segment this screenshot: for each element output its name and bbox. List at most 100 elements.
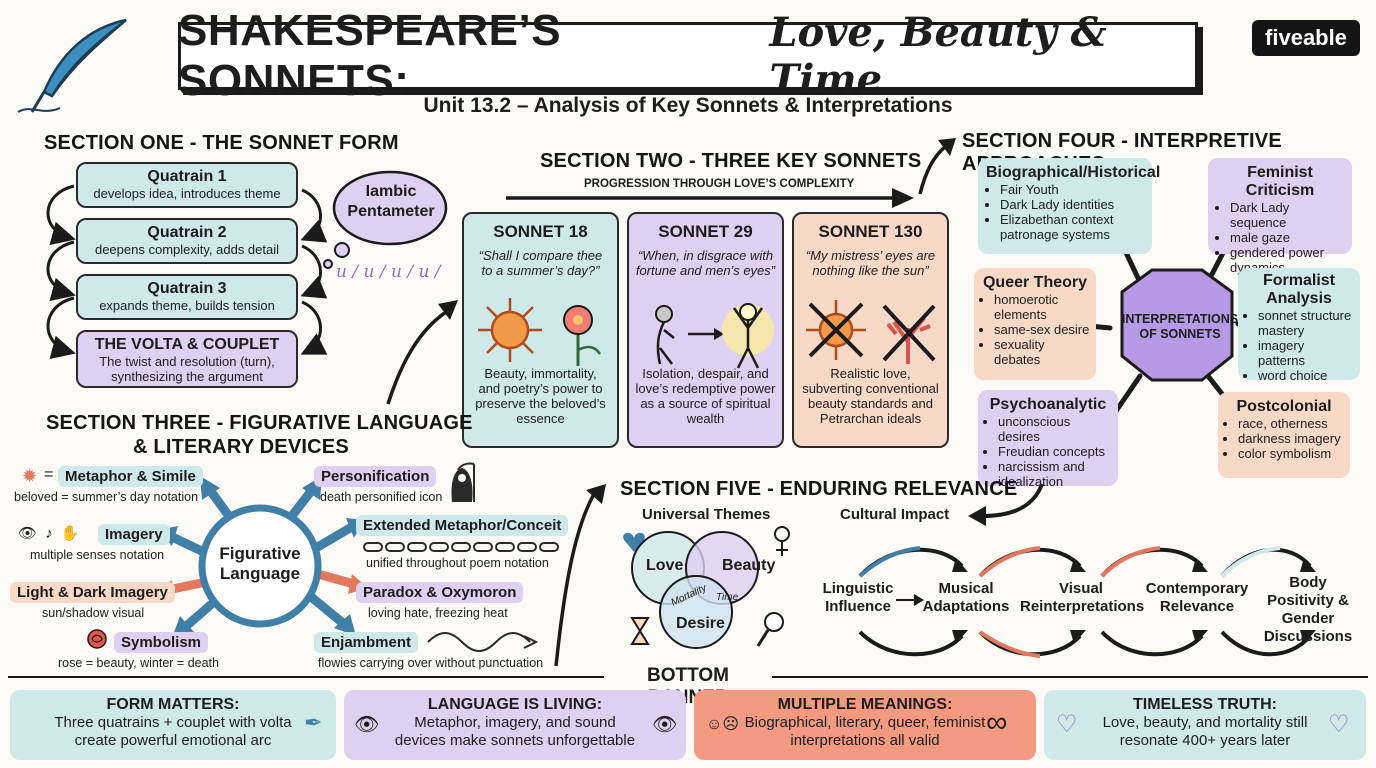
title-row: SHAKESPEARE’S SONNETS: Love, Beauty & Ti… (178, 6, 1198, 105)
list-item: sonnet structure mastery (1258, 308, 1354, 338)
flow-visual-reinterpretations: Visual Reinterpretations (1020, 580, 1145, 615)
title-banner (178, 22, 1198, 90)
list-item: word choice (1258, 368, 1354, 383)
postcolonial-title: Postcolonial (1236, 398, 1332, 415)
list-item: imagery patterns (1258, 338, 1354, 368)
eye-icon: 👁 (354, 714, 380, 736)
extended-metaphor-label: Extended Metaphor/Conceit (356, 515, 569, 536)
section-two-subheading: PROGRESSION THROUGH LOVE’S COMPLEXITY (584, 178, 855, 190)
quatrain-3-desc: expands theme, builds tension (99, 298, 275, 313)
sonnet-130-title: SONNET 130 (818, 222, 923, 241)
sonnet-29-desc: Isolation, despair, and love’s redemptiv… (635, 366, 776, 426)
flow-contemporary-relevance: Contemporary Relevance (1145, 580, 1249, 615)
grim-reaper-icon (451, 462, 475, 502)
banner-timeless-desc: Love, beauty, and mortality still resona… (1102, 714, 1308, 749)
flow-musical-adaptations: Musical Adaptations (922, 580, 1010, 615)
enjambment-note: flowies carrying over without punctuatio… (318, 656, 544, 670)
equals-icon: = (44, 466, 54, 483)
interpretations-hub-label: INTERPRETATIONS OF SONNETS (1121, 312, 1239, 341)
rose-icon (87, 629, 107, 649)
crossed-sun-coral-icon (806, 300, 936, 364)
cultural-impact-flow-arrows (858, 546, 1316, 658)
list-item: Dark Lady sequence (1230, 200, 1344, 230)
banner-timeless-title: TIMELESS TRUTH: (1133, 696, 1277, 713)
iambic-pentameter-label: Iambic Pentameter (347, 183, 435, 220)
meter-notation: u / u / u / u / (336, 262, 441, 282)
enjambment-label: Enjambment (314, 632, 419, 653)
queer-theory-title: Queer Theory (982, 274, 1088, 291)
section-five-heading: SECTION FIVE - ENDURING RELEVANCE (620, 478, 1018, 500)
infinity-icon: ∞ (986, 706, 1008, 739)
chain-icon (363, 542, 559, 552)
divider-right (772, 676, 1368, 678)
list-item: Dark Lady identities (1000, 197, 1144, 212)
paradox-oxymoron-note: loving hate, freezing heat (368, 606, 508, 620)
psychoanalytic-title: Psychoanalytic (989, 396, 1107, 413)
flow-body-positivity: Body Positivity & Gender Discussions (1263, 574, 1353, 645)
venn-desire: Desire (676, 615, 725, 632)
curved-arrow-section-four (918, 138, 956, 195)
universal-themes-label: Universal Themes (642, 506, 771, 523)
formalist-box: Formalist Analysis sonnet structure mast… (1238, 268, 1360, 383)
section-three-heading-2: & LITERARY DEVICES (133, 436, 349, 458)
curved-arrow-to-sonnets (386, 300, 458, 405)
queer-theory-box: Queer Theory homoerotic elements same-se… (974, 268, 1096, 380)
imagery-note: multiple senses notation (30, 548, 165, 562)
eye-icon: 👁 (652, 714, 678, 736)
quatrain-1-desc: develops idea, introduces theme (93, 186, 281, 201)
sun-flower-icon (478, 298, 602, 366)
list-item: Fair Youth (1000, 182, 1144, 197)
divider-left (8, 676, 604, 678)
metaphor-simile-label: Metaphor & Simile (58, 466, 203, 487)
feminist-list: Dark Lady sequence male gaze gendered po… (1216, 200, 1344, 275)
psychoanalytic-box: Psychoanalytic unconscious desires Freud… (978, 390, 1118, 489)
sonnet-130-quote: “My mistress’ eyes are nothing like the … (805, 248, 936, 278)
page-title-script: Love, Beauty & Time (769, 9, 1107, 103)
biographical-list: Fair Youth Dark Lady identities Elizabet… (986, 182, 1144, 242)
quatrain-1: Quatrain 1 develops idea, introduces the… (76, 162, 298, 208)
thought-cloud-icon (323, 170, 448, 269)
sonnet-130-desc: Realistic love, subverting conventional … (802, 366, 939, 426)
list-item: color symbolism (1238, 446, 1344, 461)
page-title: SHAKESPEARE’S SONNETS: (178, 6, 562, 105)
banner-language-living: LANGUAGE IS LIVING: Metaphor, imagery, a… (344, 690, 686, 760)
sonnet-18-title: SONNET 18 (493, 222, 588, 241)
personification-note: death personified icon (320, 490, 443, 504)
flow-linguistic-influence: Linguistic Influence (822, 580, 894, 615)
senses-icon: 👁 ♪ ✋ (18, 525, 82, 542)
curved-arrow-to-impact (968, 483, 1044, 526)
extended-metaphor-note: unified throughout poem notation (366, 556, 549, 570)
sonnet-18-quote: “Shall I compare thee to a summer’s day?… (478, 248, 603, 278)
list-item: race, otherness (1238, 416, 1344, 431)
quatrain-3: Quatrain 3 expands theme, builds tension (76, 274, 298, 320)
banner-form-title: FORM MATTERS: (106, 696, 240, 713)
list-item: Elizabethan context patronage systems (1000, 212, 1144, 242)
symbolism-label: Symbolism (114, 632, 209, 653)
list-item: Freudian concepts (998, 444, 1112, 459)
page-subtitle: Unit 13.2 – Analysis of Key Sonnets & In… (423, 94, 953, 117)
venn-beauty: Beauty (722, 557, 776, 574)
biographical-box: Biographical/Historical Fair Youth Dark … (978, 158, 1160, 254)
symbolism-note: rose = beauty, winter = death (58, 656, 219, 670)
volta-desc: The twist and resolution (turn), synthes… (99, 354, 275, 384)
quatrain-2: Quatrain 2 deepens complexity, adds deta… (76, 218, 298, 264)
quatrain-3-title: Quatrain 3 (147, 280, 227, 297)
venn-time: Time (716, 592, 739, 603)
wave-icon (427, 632, 539, 652)
progression-arrow (506, 188, 914, 208)
list-item: sexuality debates (994, 337, 1090, 367)
heart-icon: ♡ (1328, 711, 1350, 738)
quatrain-flow-arrows (46, 184, 328, 359)
imagery-label: Imagery (98, 524, 170, 545)
banner-multiple-meanings: MULTIPLE MEANINGS: Biographical, literar… (694, 690, 1036, 760)
quill-icon (17, 18, 127, 113)
list-item: homoerotic elements (994, 292, 1090, 322)
cultural-impact-label: Cultural Impact (840, 506, 950, 523)
list-item: same-sex desire (994, 322, 1090, 337)
banner-timeless-truth: TIMELESS TRUTH: Love, beauty, and mortal… (1044, 690, 1366, 760)
list-item: darkness imagery (1238, 431, 1344, 446)
sonnet-29-title: SONNET 29 (658, 222, 753, 241)
banner-form-matters: FORM MATTERS: Three quatrains + couplet … (10, 690, 336, 760)
section-three-heading: SECTION THREE - FIGURATIVE LANGUAGE (46, 412, 473, 434)
